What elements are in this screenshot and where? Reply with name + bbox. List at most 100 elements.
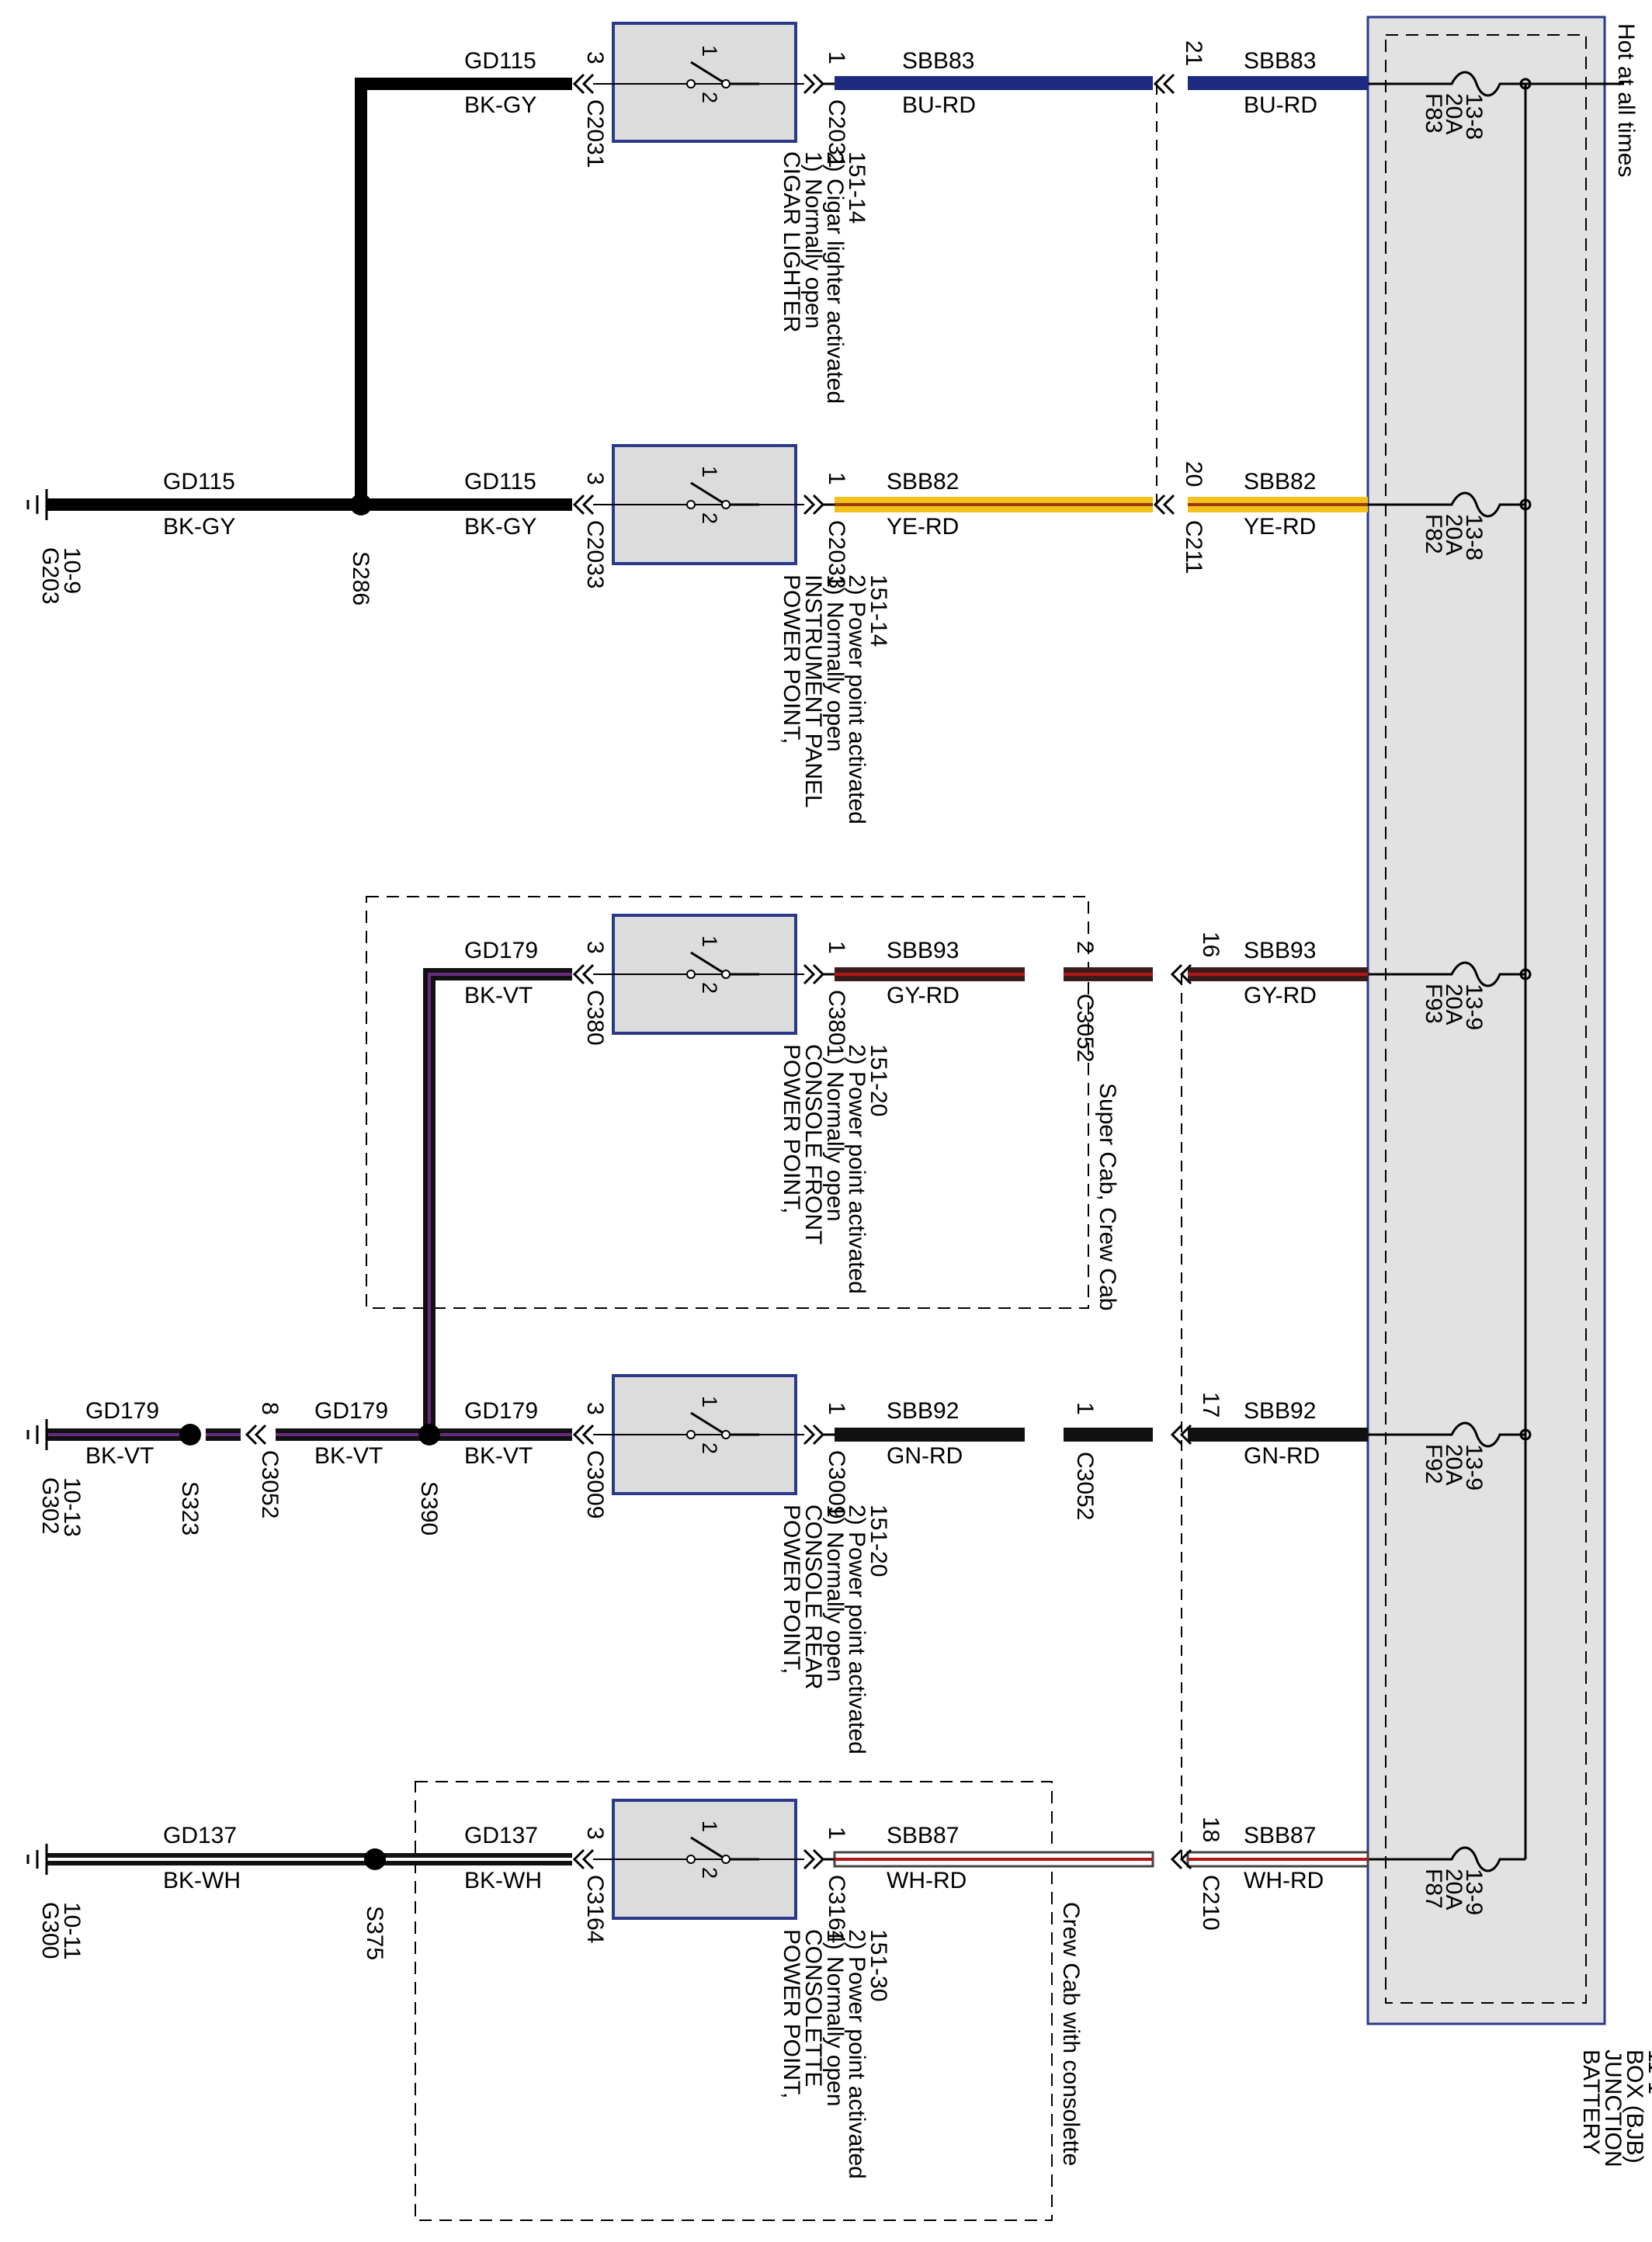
- fuse-f93: F93 20A 13-9: [1368, 961, 1525, 1030]
- svg-text:C211: C211: [1181, 520, 1206, 574]
- switch-cigar-lighter: [593, 22, 804, 143]
- svg-text:Super Cab, Crew Cab: Super Cab, Crew Cab: [1095, 1083, 1120, 1310]
- component-description-line: POWER POINT,: [779, 1929, 804, 2098]
- svg-text:F93: F93: [1421, 984, 1446, 1024]
- switch-pin-label: 1: [698, 1396, 721, 1407]
- svg-text:S390: S390: [416, 1481, 442, 1536]
- svg-text:1: 1: [824, 1402, 849, 1415]
- svg-text:C380: C380: [582, 990, 608, 1046]
- label-sbb82-switch: SBB82: [887, 469, 959, 495]
- option-box-consolette: Crew Cab with consolette: [415, 1781, 1084, 2221]
- switch-contact-2: 12: [686, 466, 759, 524]
- hot-at-all-times-label: Hot at all times: [1613, 23, 1639, 177]
- label-bk-vt-front: BK-VT: [464, 983, 533, 1008]
- splice-s375: S375: [362, 1848, 387, 1960]
- ground-g300: G300 10-11: [26, 1844, 85, 1960]
- bjb-title: BATTERY JUNCTION BOX (BJB) 11-1: [1578, 2049, 1652, 2167]
- svg-text:20: 20: [1181, 461, 1206, 487]
- wire-sbb93: [835, 967, 1368, 981]
- svg-text:13-9: 13-9: [1461, 984, 1487, 1030]
- svg-text:BOX (BJB): BOX (BJB): [1622, 2049, 1647, 2164]
- svg-text:2: 2: [1072, 941, 1098, 954]
- svg-text:10-13: 10-13: [59, 1477, 85, 1537]
- wire-sbb87: [833, 1851, 1369, 1868]
- svg-text:3: 3: [582, 941, 608, 954]
- label-bk-vt-g302: BK-VT: [85, 1443, 154, 1469]
- component-description-line: 1) Normally open: [822, 1044, 848, 1221]
- switch-contact-4: 12: [686, 1396, 759, 1454]
- svg-text:16: 16: [1198, 932, 1223, 957]
- label-ye-rd-switch: YE-RD: [887, 514, 959, 540]
- fuse-f82: F82 20A 13-8: [1368, 491, 1525, 560]
- wire-gd115-cigar: [355, 78, 572, 505]
- component-description-line: POWER POINT,: [779, 1044, 804, 1213]
- label-gd115-cigar: GD115: [464, 48, 536, 74]
- svg-text:C2031: C2031: [582, 99, 608, 168]
- switch-pin-label: 2: [698, 1442, 721, 1454]
- wire-sbb82: [835, 497, 1368, 512]
- svg-text:1: 1: [1072, 1402, 1098, 1415]
- svg-text:F82: F82: [1421, 514, 1446, 554]
- label-sbb87-bjb: SBB87: [1244, 1823, 1316, 1848]
- fuse-f87: F87 20A 13-9: [1368, 1846, 1525, 1915]
- label-sbb87-switch: SBB87: [887, 1823, 959, 1848]
- component-description-line: POWER POINT,: [779, 574, 804, 744]
- label-sbb93-switch: SBB93: [887, 938, 959, 963]
- label-sbb83-switch: SBB83: [902, 48, 974, 74]
- ground-g203: G203 10-9: [26, 489, 85, 604]
- label-sbb82-bjb: SBB82: [1244, 469, 1316, 495]
- label-gn-rd-bjb: GN-RD: [1244, 1443, 1320, 1469]
- pin-labels: 21 1 C2031 3 C2031 20 C211 1 C2033 3 C20…: [257, 40, 1223, 1943]
- svg-text:C2033: C2033: [824, 520, 849, 588]
- label-ye-rd-bjb: YE-RD: [1244, 514, 1316, 540]
- switch-power-point-console-front: [593, 914, 804, 1035]
- svg-text:1: 1: [824, 51, 849, 64]
- label-bk-gy-g203: BK-GY: [163, 514, 235, 540]
- component-description-line: 151-30: [866, 1929, 891, 2001]
- option-box-super-crew: Super Cab, Crew Cab: [366, 896, 1120, 1310]
- svg-text:20A: 20A: [1441, 1444, 1466, 1485]
- svg-text:1: 1: [824, 472, 849, 485]
- svg-text:S375: S375: [362, 1906, 387, 1960]
- svg-text:F87: F87: [1421, 1869, 1446, 1909]
- label-gd137-consolette: GD137: [464, 1823, 538, 1848]
- svg-text:S323: S323: [177, 1481, 203, 1536]
- label-bu-rd-bjb: BU-RD: [1244, 92, 1317, 118]
- fuse-f83: F83 20A 13-8: [1368, 71, 1525, 140]
- svg-text:3: 3: [582, 1827, 608, 1840]
- label-sbb93-bjb: SBB93: [1244, 938, 1316, 963]
- wire-sbb83-switch: [835, 76, 1153, 90]
- component-description-line: CONSOLE FRONT: [800, 1044, 826, 1244]
- component-description-line: 1) Normally open: [822, 1504, 848, 1682]
- svg-text:G302: G302: [37, 1477, 63, 1534]
- component-description-line: 151-20: [866, 1504, 891, 1577]
- component-description-line: 2) Power point activated: [844, 1044, 869, 1294]
- component-description-line: POWER POINT,: [779, 1504, 804, 1674]
- switch-components: [593, 22, 804, 1920]
- svg-text:C2031: C2031: [824, 99, 849, 168]
- svg-text:JUNCTION: JUNCTION: [1600, 2049, 1626, 2167]
- switch-pin-label: 2: [698, 92, 721, 103]
- label-gn-rd-switch: GN-RD: [887, 1443, 963, 1469]
- switch-pin-label: 2: [698, 1867, 721, 1879]
- switch-pin-label: 1: [698, 466, 721, 477]
- svg-text:C380: C380: [824, 990, 849, 1046]
- label-bk-vt-mid: BK-VT: [314, 1443, 383, 1469]
- wire-gd179: [47, 968, 572, 1441]
- svg-text:G300: G300: [37, 1902, 63, 1959]
- switch-power-point-console-rear: [593, 1374, 804, 1495]
- svg-text:C3009: C3009: [582, 1450, 608, 1518]
- svg-text:C3052: C3052: [257, 1450, 283, 1518]
- svg-text:13-8: 13-8: [1461, 514, 1487, 560]
- component-description-line: 2) Cigar lighter activated: [822, 151, 848, 404]
- svg-text:21: 21: [1181, 40, 1206, 66]
- svg-text:F92: F92: [1421, 1444, 1446, 1484]
- svg-text:Crew Cab with consolette: Crew Cab with consolette: [1058, 1902, 1084, 2166]
